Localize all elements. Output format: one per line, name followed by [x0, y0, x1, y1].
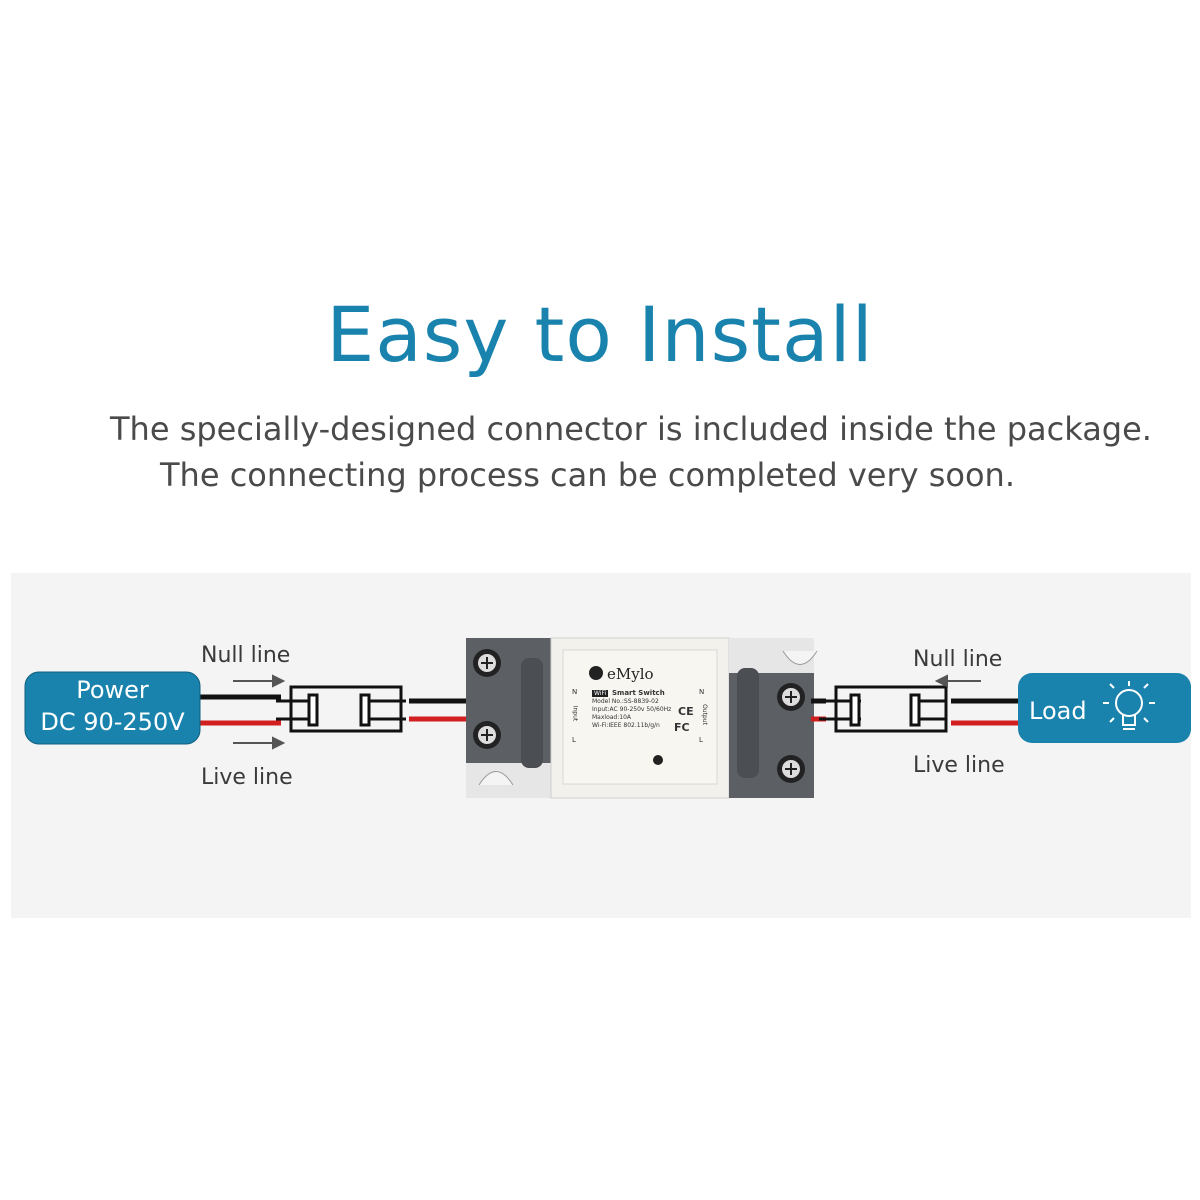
wiring-diagram-panel: Null line Live line Power DC 90-250V Nul… — [11, 573, 1191, 918]
null-line-arrow-left — [233, 674, 286, 688]
device-body — [550, 637, 730, 799]
device-maxload: Maxload:10A — [592, 714, 631, 721]
power-source-pill — [24, 671, 201, 745]
null-line-arrow-right — [934, 674, 981, 688]
device-input-spec: Input:AC 90-250v 50/60Hz — [592, 706, 672, 713]
subtitle-line-2: The connecting process can be completed … — [160, 456, 1015, 494]
left-output-wires — [409, 698, 471, 722]
device-terminal-n-right: N — [699, 688, 705, 696]
power-label: Power — [76, 676, 149, 704]
brand-logo-icon — [589, 666, 603, 680]
device-terminal-l-right: L — [699, 736, 703, 744]
right-live-line-label: Live line — [913, 753, 1005, 778]
right-output-wires — [951, 698, 1023, 726]
left-live-line-label: Live line — [201, 765, 293, 790]
device-terminal-n-left: N — [572, 688, 578, 696]
left-null-line-label: Null line — [201, 643, 291, 668]
device-wifi-spec: Wi-Fi:IEEE 802.11b/g/n — [592, 722, 660, 729]
right-connector — [819, 685, 948, 733]
left-input-wires — [196, 694, 281, 726]
light-bulb-icon — [1103, 681, 1155, 730]
device-right-terminal-block — [729, 638, 818, 798]
left-connector — [276, 685, 406, 733]
live-line-arrow-left — [233, 736, 286, 750]
wiring-diagram — [24, 637, 1191, 799]
fc-mark: FC — [674, 721, 690, 734]
device-wifi-badge: WiFi — [592, 690, 609, 697]
device-model: Model No.:SS-8839-02 — [592, 698, 659, 705]
subtitle-line-1: The specially-designed connector is incl… — [110, 410, 1152, 448]
device-input-label: Input — [571, 705, 579, 722]
power-voltage-label: DC 90-250V — [40, 708, 185, 736]
right-null-line-label: Null line — [913, 647, 1003, 672]
device-left-terminal-block — [466, 638, 551, 798]
load-pill — [1018, 673, 1191, 743]
device-product-name: Smart Switch — [612, 689, 665, 697]
device-terminal-l-left: L — [572, 736, 576, 744]
device-output-label: Output — [700, 704, 708, 725]
page-title: Easy to Install — [326, 290, 874, 379]
load-label: Load — [1029, 697, 1087, 725]
device-brand: eMylo — [607, 665, 654, 683]
ce-mark: CE — [678, 705, 694, 718]
